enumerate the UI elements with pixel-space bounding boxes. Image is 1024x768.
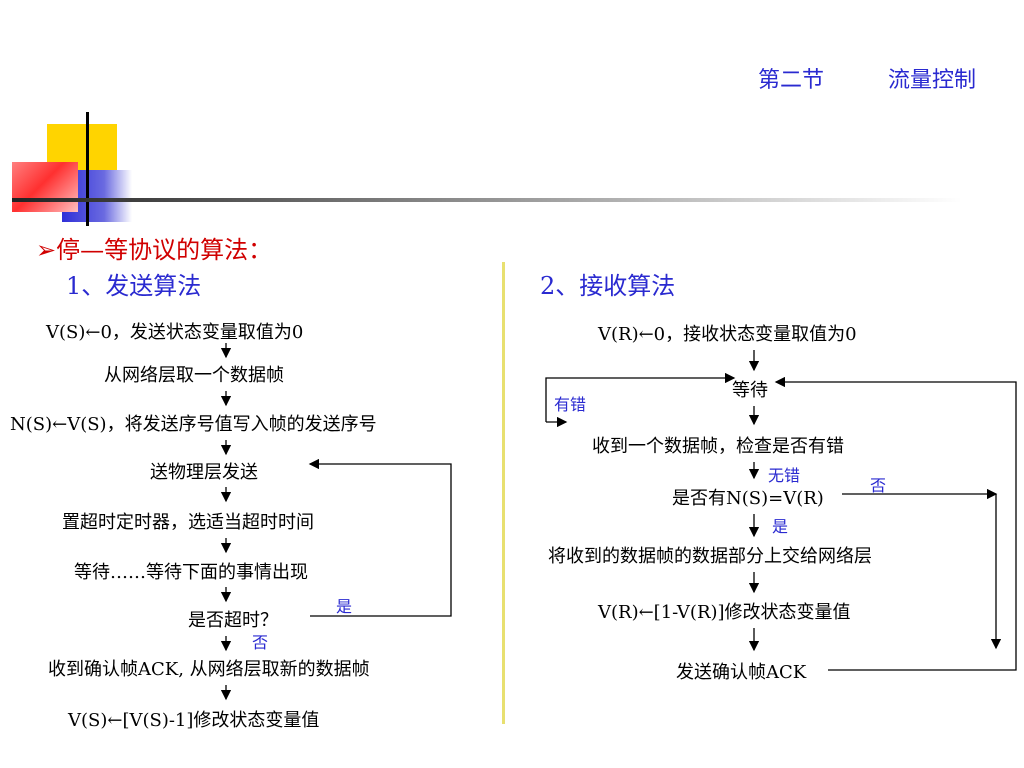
send-step-ack-received: 收到确认帧ACK, 从网络层取新的数据帧 — [48, 659, 370, 680]
send-step-set-timer: 置超时定时器，选适当超时时间 — [62, 512, 314, 533]
send-step-fetch-frame: 从网络层取一个数据帧 — [104, 365, 284, 386]
recv-label-no: 否 — [870, 476, 887, 495]
recv-step-seq-check: 是否有N(S)=V(R) — [672, 488, 824, 509]
receive-heading: 2、接收算法 — [540, 272, 676, 300]
send-step-seq-number: N(S)←V(S)，将发送序号值写入帧的发送序号 — [10, 414, 377, 435]
section-label: 第二节 — [758, 68, 825, 93]
recv-step-check-error: 收到一个数据帧，检查是否有错 — [592, 436, 844, 457]
send-heading: 1、发送算法 — [66, 272, 202, 300]
send-step-timeout-check: 是否超时？ — [188, 610, 278, 631]
topic-label: 流量控制 — [888, 68, 977, 93]
column-divider — [502, 262, 505, 724]
algorithm-title: ➢停—等协议的算法： — [36, 230, 272, 265]
recv-step-wait: 等待 — [732, 380, 768, 401]
vertical-bar — [86, 112, 89, 226]
send-label-yes: 是 — [336, 597, 353, 616]
recv-label-has-error: 有错 — [554, 395, 587, 414]
title-text: 停—等协议的算法： — [56, 236, 273, 264]
recv-step-send-ack: 发送确认帧ACK — [676, 662, 807, 683]
bullet-arrow-icon: ➢ — [36, 236, 57, 264]
red-square — [12, 162, 78, 212]
recv-step-init: V(R)←0，接收状态变量取值为0 — [598, 324, 857, 345]
send-label-no: 否 — [252, 633, 269, 652]
send-step-init: V(S)←0，发送状态变量取值为0 — [46, 322, 304, 343]
recv-label-yes: 是 — [772, 517, 789, 536]
send-step-transmit: 送物理层发送 — [150, 462, 258, 483]
recv-step-deliver: 将收到的数据帧的数据部分上交给网络层 — [548, 546, 872, 567]
recv-label-no-error: 无错 — [768, 466, 801, 485]
send-step-update-state: V(S)←[V(S)-1]修改状态变量值 — [68, 710, 320, 731]
send-step-wait: 等待……等待下面的事情出现 — [74, 562, 308, 583]
recv-step-update-state: V(R)←[1-V(R)]修改状态变量值 — [598, 602, 851, 623]
header-rule — [12, 198, 962, 202]
